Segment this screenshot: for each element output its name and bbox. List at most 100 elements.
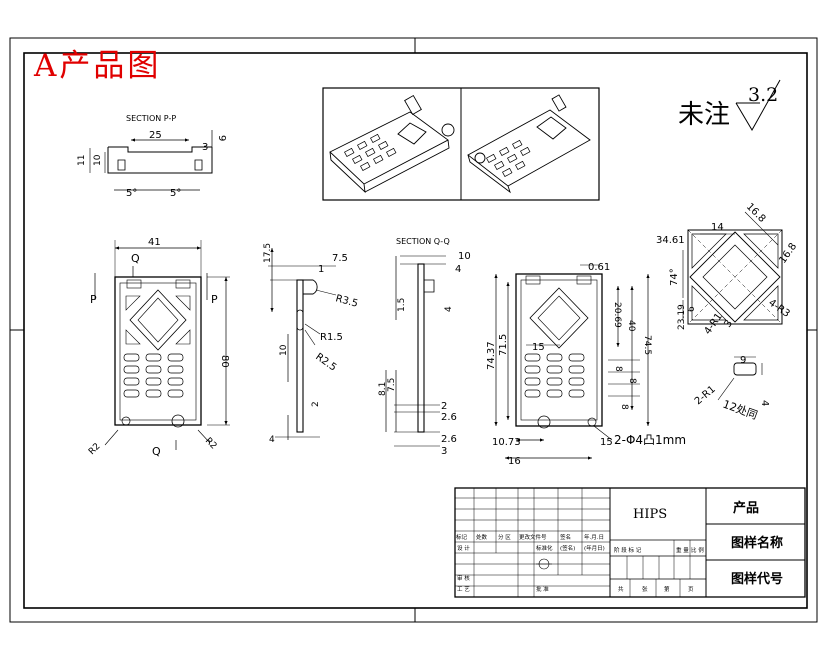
- svg-text:5°: 5°: [170, 188, 181, 199]
- rib-detail: [717, 356, 763, 401]
- svg-text:9: 9: [216, 135, 227, 141]
- svg-text:2: 2: [441, 401, 447, 412]
- svg-text:7.5: 7.5: [332, 253, 348, 264]
- svg-text:设 计: 设 计: [457, 544, 470, 552]
- svg-text:比 例: 比 例: [691, 546, 704, 554]
- svg-text:8: 8: [627, 378, 637, 384]
- svg-text:R2.5: R2.5: [313, 351, 338, 373]
- roughness-value: 3.2: [748, 84, 778, 106]
- svg-text:74.5: 74.5: [642, 335, 652, 355]
- svg-text:20.69: 20.69: [612, 302, 622, 328]
- diamond-detail: [682, 211, 783, 325]
- svg-text:R2: R2: [203, 436, 219, 452]
- svg-text:5°: 5°: [126, 188, 137, 199]
- svg-text:15: 15: [532, 342, 545, 353]
- svg-text:10: 10: [279, 344, 289, 356]
- svg-text:分 区: 分 区: [498, 533, 511, 541]
- svg-text:16: 16: [508, 456, 521, 467]
- sheet-frame: [9, 37, 818, 623]
- svg-text:10: 10: [93, 154, 103, 166]
- svg-text:R2: R2: [87, 442, 103, 458]
- front-view-labels: 41 80 Q P P Q R2 R2: [87, 237, 230, 458]
- section-qq-labels: SECTION Q-Q 10 4 1.5 4 8.1 7.5 2 2.6 2.6…: [378, 237, 471, 457]
- roughness-symbol: 未注 3.2: [678, 79, 781, 132]
- roughness-note: 未注: [678, 100, 730, 130]
- svg-text:年.月.日: 年.月.日: [584, 533, 604, 541]
- rib-detail-labels: 9 2-R1 12处同 4: [693, 355, 770, 422]
- svg-text:阶 段 标 记: 阶 段 标 记: [614, 546, 642, 554]
- svg-text:74.37: 74.37: [486, 341, 497, 370]
- svg-text:第: 第: [664, 585, 670, 593]
- iso-view-bottom: [467, 94, 591, 194]
- svg-text:工 艺: 工 艺: [457, 586, 470, 593]
- svg-text:14: 14: [711, 222, 724, 233]
- svg-text:Q: Q: [131, 252, 140, 265]
- svg-text:1: 1: [318, 264, 324, 275]
- section-pp: SECTION P-P 25 9 3 11 10 5° 5°: [77, 114, 227, 199]
- iso-views-box: [322, 87, 600, 201]
- svg-text:(年月日): (年月日): [584, 544, 605, 552]
- svg-text:80: 80: [219, 355, 230, 368]
- drawing-name-label: 图样名称: [731, 535, 783, 551]
- svg-text:4: 4: [269, 435, 275, 445]
- svg-text:2.6: 2.6: [441, 434, 457, 445]
- svg-text:2: 2: [311, 401, 321, 407]
- svg-text:重 量: 重 量: [676, 546, 689, 554]
- svg-text:8: 8: [619, 404, 629, 410]
- rear-view-labels: 0.61 20.69 74.37 71.5 15 40 74.5 8 8 8 1…: [486, 262, 686, 467]
- svg-text:8: 8: [613, 366, 623, 372]
- svg-text:Q: Q: [152, 445, 161, 458]
- svg-text:P: P: [90, 293, 97, 306]
- svg-text:4: 4: [759, 400, 770, 406]
- svg-text:1.5: 1.5: [397, 298, 407, 312]
- svg-text:3: 3: [202, 142, 208, 153]
- svg-text:2-R1: 2-R1: [693, 384, 718, 407]
- material: HIPS: [633, 507, 667, 522]
- svg-text:处数: 处数: [476, 533, 488, 541]
- svg-text:4: 4: [444, 306, 454, 312]
- drawing-title: A产品图: [34, 48, 162, 84]
- front-view: [94, 240, 230, 450]
- svg-text:标记: 标记: [456, 533, 468, 541]
- svg-text:2.6: 2.6: [441, 412, 457, 423]
- title-block: [454, 487, 806, 598]
- svg-text:3: 3: [722, 318, 735, 330]
- svg-text:8.1: 8.1: [378, 382, 388, 396]
- svg-text:(签名): (签名): [560, 544, 575, 552]
- svg-text:4: 4: [455, 264, 461, 275]
- svg-text:更改文件号: 更改文件号: [519, 533, 547, 541]
- svg-text:71.5: 71.5: [498, 334, 509, 356]
- svg-text:批 准: 批 准: [536, 585, 549, 593]
- section-pp-label: SECTION P-P: [126, 114, 176, 123]
- svg-text:15: 15: [600, 437, 613, 448]
- svg-text:6: 6: [687, 306, 697, 312]
- svg-text:40: 40: [626, 320, 636, 332]
- svg-text:7.5: 7.5: [387, 378, 397, 392]
- svg-text:17.5: 17.5: [263, 243, 273, 263]
- section-qq-label: SECTION Q-Q: [396, 237, 450, 246]
- svg-text:2-Φ4凸1mm: 2-Φ4凸1mm: [614, 433, 686, 447]
- svg-text:审 核: 审 核: [457, 574, 470, 582]
- svg-text:R3.5: R3.5: [334, 293, 359, 310]
- svg-text:标准化: 标准化: [536, 544, 553, 552]
- rear-view: [494, 264, 650, 460]
- drawing-code-label: 图样代号: [731, 571, 783, 587]
- side-view-labels: 7.5 17.5 1 R3.5 R1.5 R2.5 10 2 4: [263, 243, 359, 445]
- svg-text:9: 9: [740, 355, 746, 366]
- svg-text:16.8: 16.8: [744, 201, 768, 225]
- product-label: 产品: [733, 500, 759, 516]
- svg-text:11: 11: [77, 155, 87, 166]
- section-qq: [385, 255, 446, 447]
- title-block-text: HIPS 产品 图样名称 图样代号 标记 处数 分 区 更改文件号 签名 年.月…: [456, 500, 783, 593]
- svg-text:张: 张: [642, 585, 648, 593]
- svg-text:41: 41: [148, 237, 161, 248]
- svg-text:4-R3: 4-R3: [766, 297, 791, 319]
- svg-text:74°: 74°: [669, 268, 680, 286]
- svg-text:页: 页: [688, 586, 694, 593]
- svg-text:12处同: 12处同: [721, 398, 759, 423]
- svg-text:16.8: 16.8: [777, 241, 799, 266]
- svg-text:34.61: 34.61: [656, 235, 685, 246]
- svg-text:23.19: 23.19: [677, 304, 687, 330]
- iso-view-top: [329, 94, 455, 194]
